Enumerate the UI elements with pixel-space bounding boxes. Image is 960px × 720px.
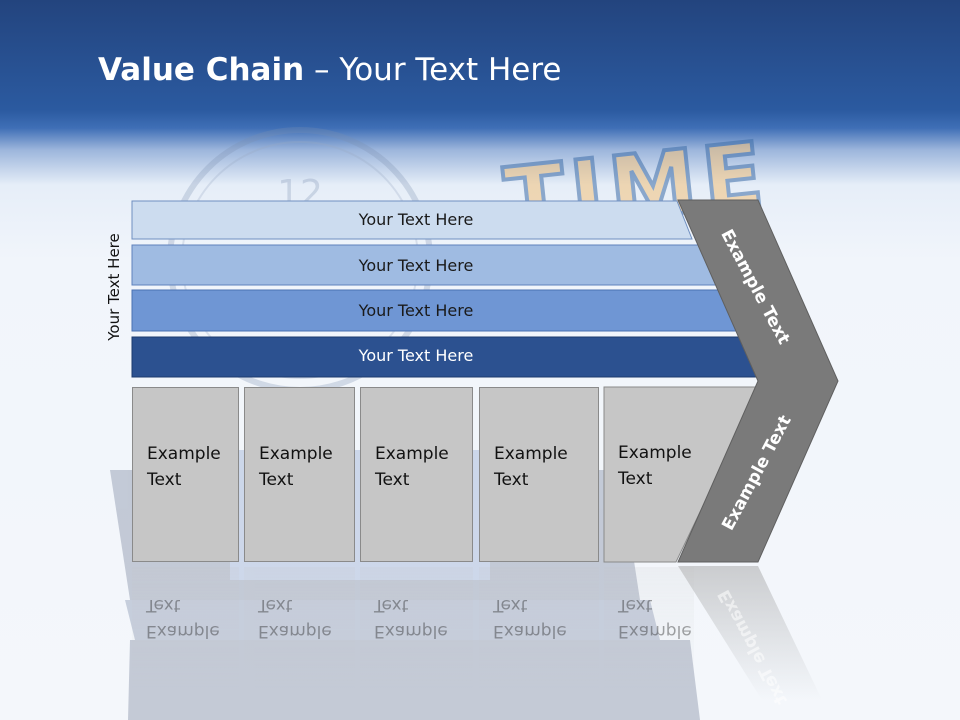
support-band-1-label: Your Text Here (358, 210, 474, 229)
box-3-line-1: Example (375, 444, 449, 464)
box-2-reflection: Example Text (244, 567, 355, 697)
box-5-reflection-line-2: Text (618, 595, 653, 615)
page-title: Value Chain – Your Text Here (98, 52, 561, 96)
primary-activity-box-2[interactable]: Example Text (244, 387, 355, 562)
box-4-reflection: Example Text (479, 567, 599, 697)
box-3-reflection-line-2: Text (374, 595, 409, 615)
support-band-3-label: Your Text Here (358, 301, 474, 320)
primary-activity-box-1[interactable]: Example Text (132, 387, 239, 562)
primary-activity-box-5[interactable] (603, 386, 761, 563)
box-1-reflection-line-2: Text (146, 595, 181, 615)
title-bold: Value Chain (98, 52, 305, 88)
box-4-reflection-line-1: Example (493, 621, 567, 641)
support-band-1[interactable] (131, 200, 693, 240)
box-5-line-2: Text (618, 469, 653, 489)
box-1-reflection: Example Text (132, 567, 239, 697)
box-5-reflection-line-1: Example (618, 621, 692, 641)
primary-activity-box-5-text: Example Text (604, 387, 724, 562)
box-1-line-1: Example (147, 444, 221, 464)
box-5-reflection: Example Text (604, 567, 694, 697)
title-rest: – Your Text Here (304, 52, 562, 88)
box-1-reflection-line-1: Example (146, 621, 220, 641)
support-band-4-label: Your Text Here (358, 346, 474, 365)
box-3-line-2: Text (375, 470, 410, 490)
side-label: Your Text Here (105, 233, 123, 341)
box-4-line-2: Text (494, 470, 529, 490)
box-2-reflection-line-1: Example (258, 621, 332, 641)
box-1-line-2: Text (147, 470, 182, 490)
primary-activity-box-4[interactable]: Example Text (479, 387, 599, 562)
box-4-line-1: Example (494, 444, 568, 464)
box-2-line-2: Text (259, 470, 294, 490)
box-3-reflection-line-1: Example (374, 621, 448, 641)
box-4-reflection-line-2: Text (493, 595, 528, 615)
margin-chevron-reflection (678, 566, 822, 700)
support-band-2-label: Your Text Here (358, 256, 474, 275)
box-2-reflection-line-2: Text (258, 595, 293, 615)
box-5-line-1: Example (618, 443, 692, 463)
primary-activity-box-3[interactable]: Example Text (360, 387, 473, 562)
box-2-line-1: Example (259, 444, 333, 464)
box-3-reflection: Example Text (360, 567, 473, 697)
margin-chevron[interactable] (677, 199, 839, 563)
